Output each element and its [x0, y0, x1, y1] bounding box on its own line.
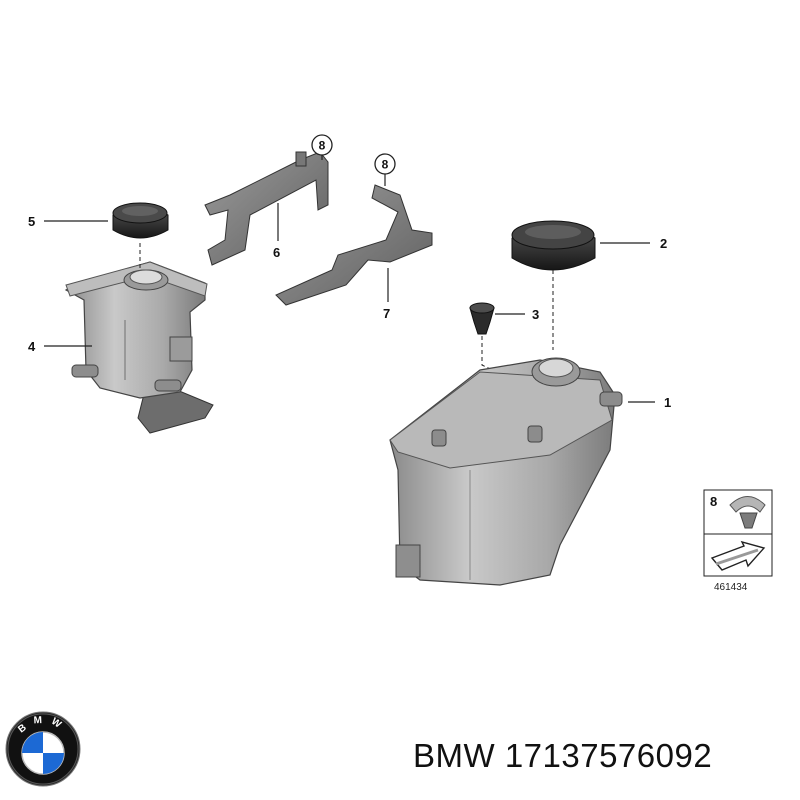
callout-3: 3	[532, 307, 539, 322]
legend-label: 8	[710, 494, 717, 509]
reference-number: 461434	[714, 582, 748, 593]
callout-2: 2	[660, 236, 667, 251]
ring-8b	[374, 153, 396, 175]
part-caption: BMW 17137576092	[413, 737, 713, 774]
cap-large	[511, 220, 596, 350]
cap-small	[112, 202, 169, 270]
bracket-6	[204, 151, 329, 266]
expansion-tank-large	[389, 357, 623, 586]
callout-8a: 8	[319, 139, 326, 153]
bmw-logo: BMW	[5, 711, 81, 787]
callout-4: 4	[28, 339, 36, 354]
callout-6: 6	[273, 245, 280, 260]
callout-8b: 8	[382, 158, 389, 172]
ring-8a	[311, 134, 333, 156]
expansion-tank-small	[64, 261, 214, 434]
bracket-7	[275, 184, 433, 306]
plug	[469, 302, 556, 412]
legend-box: 8 461434	[703, 489, 773, 593]
callout-1: 1	[664, 395, 671, 410]
callout-7: 7	[383, 306, 390, 321]
callout-5: 5	[28, 214, 35, 229]
